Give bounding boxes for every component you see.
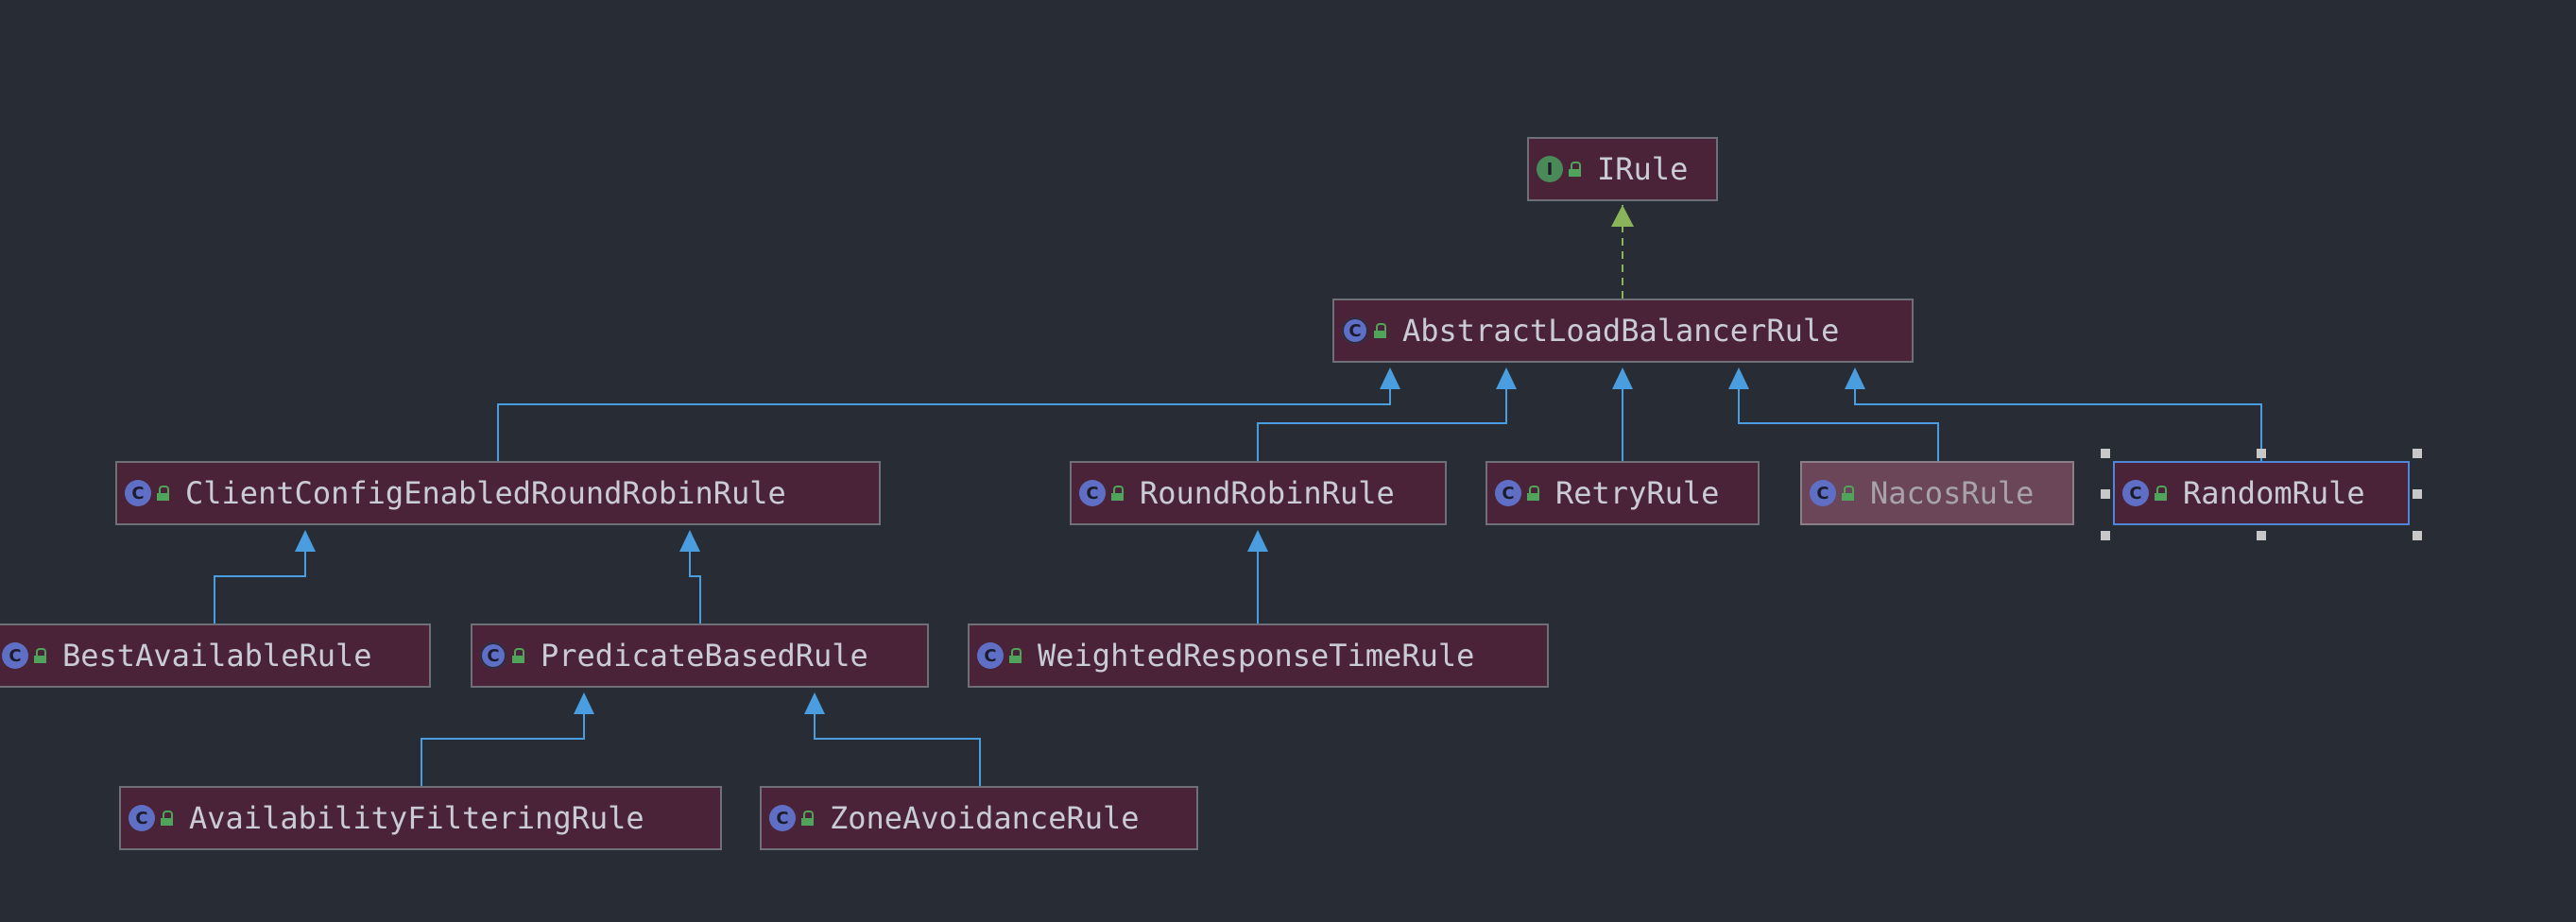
- public-lock-icon: [1111, 486, 1125, 501]
- class-icon: C: [2122, 480, 2149, 506]
- class-icon: C: [2, 642, 28, 669]
- node-label: ZoneAvoidanceRule: [830, 800, 1140, 836]
- edge-nacosrule-extends-abstractloadbalancerrule: [1738, 370, 1939, 461]
- node-availabilityfilteringrule[interactable]: C AvailabilityFilteringRule: [119, 786, 722, 850]
- public-lock-icon: [2155, 486, 2168, 501]
- public-lock-icon: [1842, 486, 1855, 501]
- node-label: RandomRule: [2183, 475, 2365, 511]
- public-lock-icon: [801, 811, 815, 826]
- abstract-class-icon: C: [1342, 317, 1368, 344]
- class-icon: C: [977, 642, 1004, 669]
- resize-handle-bottom[interactable]: [2257, 531, 2266, 540]
- public-lock-icon: [512, 648, 525, 663]
- extends-arrowhead: [1728, 367, 1749, 389]
- public-lock-icon: [157, 486, 170, 501]
- edge-randomrule-extends-abstractloadbalancerrule: [1854, 370, 2262, 461]
- class-icon: C: [1495, 480, 1521, 506]
- node-weightedresponsetimerule[interactable]: C WeightedResponseTimeRule: [968, 623, 1549, 688]
- node-label: NacosRule: [1870, 475, 2035, 511]
- node-label: RetryRule: [1555, 475, 1720, 511]
- node-nacosrule[interactable]: C NacosRule: [1800, 461, 2074, 525]
- class-icon: C: [769, 805, 796, 831]
- resize-handle-top[interactable]: [2257, 449, 2266, 458]
- implements-arrowhead: [1611, 205, 1634, 227]
- edge-clientconfigenabledroundrobinrule-extends-abstractloadbalancerrule: [497, 370, 1391, 461]
- extends-arrowhead: [1612, 367, 1633, 389]
- node-predicatebasedrule[interactable]: C PredicateBasedRule: [471, 623, 929, 688]
- resize-handle-left[interactable]: [2101, 489, 2110, 499]
- extends-arrowhead: [295, 530, 316, 552]
- extends-arrowhead: [1845, 367, 1865, 389]
- node-retryrule[interactable]: C RetryRule: [1485, 461, 1760, 525]
- extends-arrowhead: [1380, 367, 1400, 389]
- node-label: IRule: [1597, 151, 1689, 187]
- extends-arrowhead: [679, 530, 700, 552]
- extends-arrowhead: [1247, 530, 1268, 552]
- resize-handle-right[interactable]: [2413, 489, 2422, 499]
- node-label: RoundRobinRule: [1140, 475, 1395, 511]
- edge-predicatebasedrule-extends-clientconfigenabledroundrobinrule: [689, 533, 701, 623]
- extends-arrowhead: [804, 692, 825, 714]
- node-zoneavoidancerule[interactable]: C ZoneAvoidanceRule: [760, 786, 1198, 850]
- class-icon: C: [125, 480, 151, 506]
- node-randomrule[interactable]: C RandomRule: [2113, 461, 2410, 525]
- abstract-class-icon: C: [480, 642, 507, 669]
- edge-availabilityfilteringrule-extends-predicatebasedrule: [421, 695, 585, 786]
- node-bestavailablerule[interactable]: C BestAvailableRule: [0, 623, 431, 688]
- public-lock-icon: [34, 648, 47, 663]
- node-label: ClientConfigEnabledRoundRobinRule: [185, 475, 786, 511]
- node-irule[interactable]: I IRule: [1527, 137, 1718, 201]
- node-label: AvailabilityFilteringRule: [189, 800, 644, 836]
- public-lock-icon: [161, 811, 174, 826]
- resize-handle-top-left[interactable]: [2101, 449, 2110, 458]
- node-label: AbstractLoadBalancerRule: [1402, 313, 1840, 349]
- edge-zoneavoidancerule-extends-predicatebasedrule: [814, 695, 981, 786]
- node-label: WeightedResponseTimeRule: [1038, 638, 1475, 674]
- extends-arrowhead: [1496, 367, 1517, 389]
- class-icon: C: [129, 805, 155, 831]
- node-label: BestAvailableRule: [62, 638, 372, 674]
- resize-handle-top-right[interactable]: [2413, 449, 2422, 458]
- class-icon: C: [1810, 480, 1836, 506]
- interface-icon: I: [1537, 156, 1563, 182]
- edge-bestavailablerule-extends-clientconfigenabledroundrobinrule: [214, 533, 306, 623]
- edge-roundrobinrule-extends-abstractloadbalancerrule: [1257, 370, 1507, 461]
- class-icon: C: [1079, 480, 1106, 506]
- extends-arrowhead: [574, 692, 594, 714]
- public-lock-icon: [1009, 648, 1022, 663]
- node-label: PredicateBasedRule: [541, 638, 868, 674]
- resize-handle-bottom-left[interactable]: [2101, 531, 2110, 540]
- resize-handle-bottom-right[interactable]: [2413, 531, 2422, 540]
- public-lock-icon: [1527, 486, 1540, 501]
- node-clientconfigenabledroundrobinrule[interactable]: C ClientConfigEnabledRoundRobinRule: [115, 461, 881, 525]
- node-roundrobinrule[interactable]: C RoundRobinRule: [1070, 461, 1447, 525]
- public-lock-icon: [1374, 323, 1387, 338]
- public-lock-icon: [1569, 162, 1582, 177]
- node-abstractloadbalancerrule[interactable]: C AbstractLoadBalancerRule: [1332, 299, 1914, 363]
